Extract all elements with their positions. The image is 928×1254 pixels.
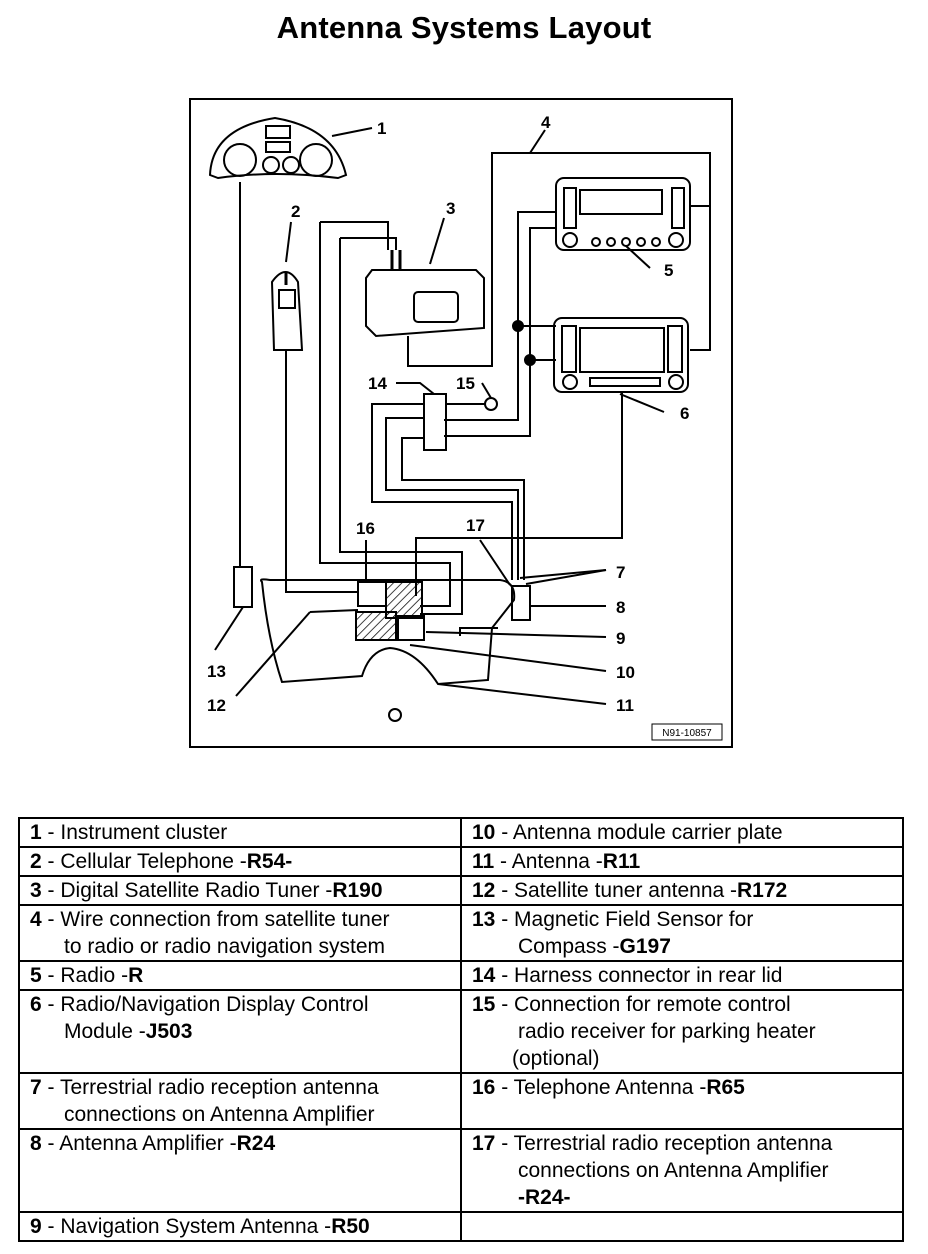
- callout-8: 8: [616, 598, 625, 617]
- legend-item-14: 14 - Harness connector in rear lid: [460, 960, 904, 991]
- callout-3: 3: [446, 199, 455, 218]
- compass-sensor-icon: [233, 566, 253, 608]
- legend-item-12: 12 - Satellite tuner antenna -R172: [460, 875, 904, 906]
- callout-5: 5: [664, 261, 673, 280]
- legend-item-3: 3 - Digital Satellite Radio Tuner -R190: [18, 875, 462, 906]
- satellite-tuner-icon: [365, 250, 485, 338]
- antenna-layout-diagram: 1 2 3 4 5 6 7 8 9 10 11 12 13 14 15 16 1…: [189, 98, 733, 748]
- cellular-phone-icon: [270, 271, 304, 351]
- antenna-module-carrier-plate: [260, 578, 516, 686]
- page-title: Antenna Systems Layout: [276, 10, 652, 45]
- callout-6: 6: [680, 404, 689, 423]
- legend-item-11: 11 - Antenna -R11: [460, 846, 904, 877]
- legend-item-2: 2 - Cellular Telephone -R54-: [18, 846, 462, 877]
- callout-15: 15: [456, 374, 475, 393]
- callout-14: 14: [368, 374, 387, 393]
- legend-item-10: 10 - Antenna module carrier plate: [460, 817, 904, 848]
- callout-4: 4: [541, 113, 551, 132]
- callout-10: 10: [616, 663, 635, 682]
- navigation-system-antenna-icon: [397, 615, 425, 641]
- callout-13: 13: [207, 662, 226, 681]
- navigation-display-icon: [553, 317, 689, 393]
- legend-item-9: 9 - Navigation System Antenna -R50: [18, 1211, 462, 1242]
- callout-16: 16: [356, 519, 375, 538]
- legend-item-8: 8 - Antenna Amplifier -R24: [18, 1128, 462, 1213]
- legend-item-4: 4 - Wire connection from satellite tuner…: [18, 904, 462, 962]
- callout-2: 2: [291, 202, 300, 221]
- legend-item-17: 17 - Terrestrial radio reception antenna…: [460, 1128, 904, 1213]
- legend-table: 1 - Instrument cluster 10 - Antenna modu…: [18, 817, 904, 1242]
- harness-connector-icon: [423, 393, 447, 451]
- legend-item-5: 5 - Radio -R: [18, 960, 462, 991]
- callout-12: 12: [207, 696, 226, 715]
- diagram-frame: [189, 98, 733, 748]
- antenna-amplifier-icon: [511, 585, 531, 621]
- callout-7: 7: [616, 563, 625, 582]
- callout-17: 17: [466, 516, 485, 535]
- parking-heater-connection-icon: [484, 397, 498, 411]
- callout-9: 9: [616, 629, 625, 648]
- radio-icon: [555, 177, 691, 251]
- legend-empty-cell: [460, 1211, 904, 1242]
- instrument-cluster-icon: [208, 116, 348, 180]
- telephone-antenna-icon: [357, 581, 387, 607]
- legend-item-16: 16 - Telephone Antenna -R65: [460, 1072, 904, 1130]
- legend-item-1: 1 - Instrument cluster: [18, 817, 462, 848]
- callout-1: 1: [377, 119, 386, 138]
- satellite-antenna-hatched: [355, 611, 397, 641]
- callout-11: 11: [616, 696, 634, 715]
- figure-id: N91-10857: [662, 728, 712, 739]
- ground-point-icon: [388, 708, 402, 722]
